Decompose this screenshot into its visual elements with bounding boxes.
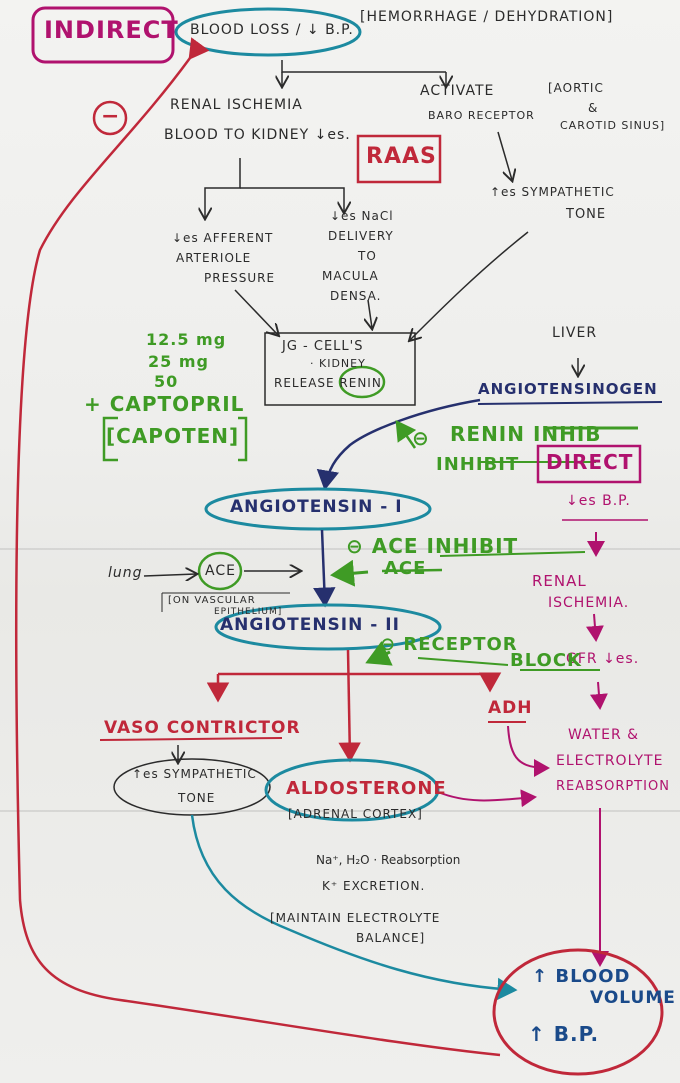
minus-sign: − (101, 104, 121, 129)
renin-inhib-minus: ⊖ (412, 426, 430, 450)
outcome-line-2: VOLUME (590, 988, 676, 1008)
renin-inhib-line-2: INHIBIT (436, 454, 520, 475)
lung-label: lung (108, 565, 143, 581)
aortic-label: [AORTIC (548, 81, 604, 95)
aldosterone-ellipse (264, 758, 440, 822)
jg-box (264, 332, 416, 406)
direct-label: DIRECT (546, 450, 634, 474)
dose-1: 12.5 mg (146, 330, 227, 349)
raas-box (356, 134, 442, 184)
renin-circle (338, 365, 386, 399)
nacl-line-5: DENSA. (330, 289, 382, 303)
ace-label: ACE (205, 563, 236, 579)
sym-tone-line-1: ↑es SYMPATHETIC (132, 767, 257, 781)
k-excretion-label: K⁺ EXCRETION. (322, 879, 426, 893)
minus-circle (92, 100, 128, 136)
renin-conversion-arrow (316, 398, 481, 491)
water-line-1: WATER & (568, 727, 640, 743)
activate-label: ACTIVATE (420, 83, 495, 99)
afferent-line-2: ARTERIOLE (176, 251, 252, 265)
captopril-label: + CAPTOPRIL (84, 392, 245, 416)
renin-inhib-line-1: RENIN INHIB (450, 422, 602, 446)
outcome-line-1: ↑ BLOOD (532, 966, 631, 987)
capoten-label: [CAPOTEN] (106, 424, 240, 448)
jg-line-3: RELEASE RENIN (274, 376, 382, 390)
indirect-box (31, 6, 175, 64)
maintain-line-2: BALANCE] (356, 931, 426, 945)
trigger-label: BLOOD LOSS / ↓ B.P. (190, 22, 354, 38)
dose-2: 25 mg (148, 352, 209, 371)
nacl-line-2: DELIVERY (328, 229, 394, 243)
trigger-ellipse (174, 7, 362, 57)
angiotensin-ii-ellipse (214, 603, 442, 651)
angiotensin-i-ellipse (204, 487, 432, 531)
outcome-circle (492, 948, 664, 1076)
afferent-line-3: PRESSURE (204, 271, 276, 285)
maintain-line-1: [MAINTAIN ELECTROLYTE (270, 911, 441, 925)
block-label: BLOCK (510, 650, 583, 671)
afferent-line-1: ↓es AFFERENT (172, 231, 274, 245)
nacl-line-4: MACULA (322, 269, 379, 283)
feedback-loop (14, 37, 501, 1057)
sympathetic-line-2: TONE (566, 207, 607, 222)
page-fold (0, 548, 680, 550)
adh-label: ADH (488, 698, 533, 718)
ace-site-1: [ON VASCULAR (168, 595, 256, 606)
reabsorption-label: Na⁺, H₂O · Reabsorption (316, 853, 461, 867)
jg-line-1: JG - CELL'S (282, 339, 364, 354)
ace-inhibit-label: ⊖ ACE INHIBIT (346, 534, 519, 558)
liver-label: LIVER (552, 325, 598, 341)
water-line-3: REABSORPTION (556, 779, 670, 794)
direct-box (536, 444, 642, 484)
angiotensin-ii-label: ANGIOTENSIN - II (220, 615, 400, 635)
angiotensinogen-label: ANGIOTENSINOGEN (478, 380, 658, 398)
split-line (281, 60, 446, 73)
direct-ischemia-2: ISCHEMIA. (548, 595, 630, 611)
receptor-label: ⊖ RECEPTOR (380, 634, 518, 655)
carotid-label: CAROTID SINUS] (560, 119, 666, 132)
sym-tone-line-2: TONE (178, 791, 216, 805)
ampersand-label: & (588, 101, 599, 115)
water-line-2: ELECTROLYTE (556, 753, 664, 769)
aldosterone-label: ALDOSTERONE (286, 778, 447, 799)
dose-3: 50 (154, 372, 179, 391)
indirect-label: INDIRECT (44, 16, 179, 44)
direct-bp-label: ↓es B.P. (566, 493, 631, 509)
page-fold (0, 810, 680, 812)
renal-blood-label: BLOOD TO KIDNEY ↓es. (164, 127, 351, 143)
sympathetic-to-outcome (190, 814, 518, 1001)
nacl-line-3: TO (358, 249, 377, 263)
angiotensin-i-label: ANGIOTENSIN - I (230, 497, 403, 517)
ace-struck-label: ACE (384, 558, 427, 579)
baroreceptor-label: BARO RECEPTOR (428, 109, 535, 122)
outcome-line-3: ↑ B.P. (528, 1022, 600, 1046)
ace-site-2: EPITHELIUM] (214, 607, 283, 617)
vasoconstrictor-label: VASO CONTRICTOR (104, 718, 301, 738)
cause-label: [HEMORRHAGE / DEHYDRATION] (360, 9, 614, 25)
sympathetic-line-1: ↑es SYMPATHETIC (490, 185, 615, 199)
raas-label: RAAS (366, 144, 437, 169)
renal-ischemia-label: RENAL ISCHEMIA (170, 97, 303, 113)
gfr-label: GFR ↓es. (566, 651, 640, 667)
nacl-line-1: ↓es NaCl (330, 209, 394, 223)
adrenal-cortex-label: [ADRENAL CORTEX] (288, 807, 423, 821)
direct-ischemia-1: RENAL (532, 572, 587, 590)
jg-line-2: · KIDNEY (310, 357, 366, 370)
